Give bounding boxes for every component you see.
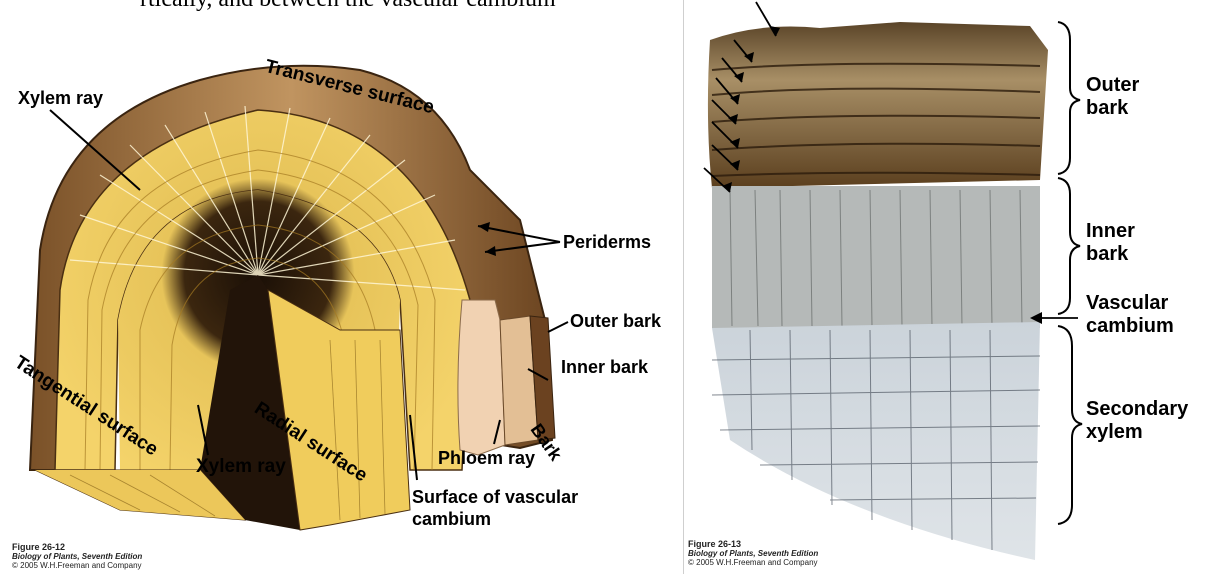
label-secondary-xylem: Secondary xylem [1086,398,1206,444]
caption-left-copyright: © 2005 W.H.Freeman and Company [12,561,142,570]
caption-left: Figure 26-12 Biology of Plants, Seventh … [12,543,142,570]
label-outer-bark-right: Outer bark [1086,74,1156,120]
label-inner-bark-right: Inner bark [1086,220,1156,266]
caption-left-figure: Figure 26-12 [12,543,142,552]
caption-left-book: Biology of Plants, Seventh Edition [12,552,142,561]
label-inner-bark-left: Inner bark [561,357,648,378]
label-outer-bark-left: Outer bark [570,311,661,332]
caption-right: Figure 26-13 Biology of Plants, Seventh … [688,540,818,567]
caption-right-figure: Figure 26-13 [688,540,818,549]
label-xylem-ray-bottom: Xylem ray [196,456,286,477]
caption-right-copyright: © 2005 W.H.Freeman and Company [688,558,818,567]
caption-right-book: Biology of Plants, Seventh Edition [688,549,818,558]
right-braces [1058,22,1082,524]
label-xylem-ray-top: Xylem ray [18,88,108,109]
label-phloem-ray: Phloem ray [438,448,535,469]
label-cambium-surface: Surface of vascular cambium [412,486,612,530]
label-vascular-cambium: Vascular cambium [1086,292,1196,338]
bark-photo [708,22,1048,560]
label-periderms: Periderms [563,232,651,253]
